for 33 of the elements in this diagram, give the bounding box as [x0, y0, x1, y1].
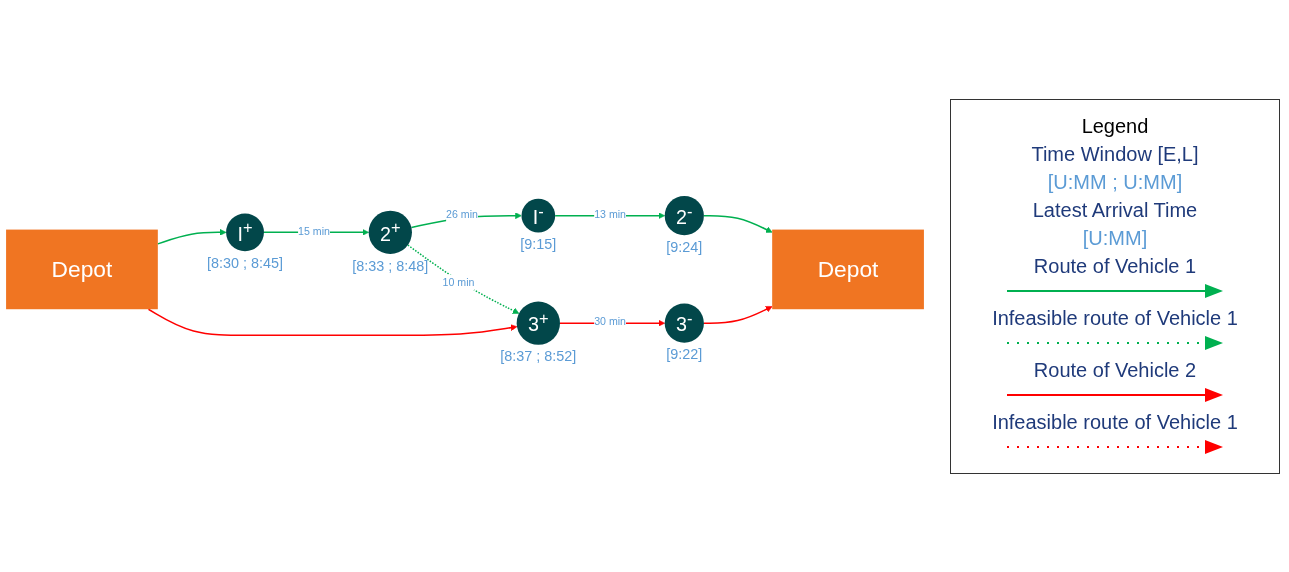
node-box: Depot — [6, 230, 158, 310]
time-window-label: [8:33 ; 8:48] — [352, 258, 429, 275]
edge-label: 30 min — [594, 315, 627, 329]
legend-text: Route of Vehicle 1 — [1032, 254, 1198, 278]
time-window-label: [8:30 ; 8:45] — [206, 255, 284, 272]
legend-text: Route of Vehicle 2 — [1032, 358, 1198, 382]
arrow — [147, 308, 518, 337]
legend-text: Time Window [E,L] — [1030, 142, 1200, 166]
time-window-label: [9:15] — [520, 236, 557, 253]
edge-label: 26 min — [446, 208, 478, 221]
legend-text: Infeasible route of Vehicle 1 — [991, 306, 1239, 330]
node-circle: I$^{-}$ — [521, 199, 556, 233]
legend-title: Legend — [1080, 114, 1150, 138]
arrow — [703, 306, 773, 325]
node-circle: 3$^{-}$ — [664, 303, 704, 344]
arrow — [157, 229, 227, 245]
edge-label: 13 min — [594, 208, 627, 221]
legend-text: Latest Arrival Time — [1031, 198, 1199, 222]
node-circle: 2$^{-}$ — [664, 196, 704, 236]
edge-label: 15 min — [298, 225, 330, 238]
node-box: Depot — [772, 230, 924, 310]
node-circle: I$^{+}$ — [226, 213, 264, 252]
legend-text: [U:MM] — [1081, 226, 1149, 250]
legend-text: [U:MM ; U:MM] — [1046, 170, 1184, 194]
node-circle: 3$^{+}$ — [516, 301, 560, 346]
edge-label: 10 min — [442, 276, 475, 289]
time-window-label: [8:37 ; 8:52] — [500, 348, 577, 365]
time-window-label: [9:22] — [666, 346, 703, 363]
legend-text: Infeasible route of Vehicle 1 — [991, 410, 1239, 434]
time-window-label: [9:24] — [666, 239, 703, 256]
node-circle: 2$^{+}$ — [368, 211, 412, 255]
arrow — [407, 244, 520, 315]
arrow — [703, 215, 773, 234]
